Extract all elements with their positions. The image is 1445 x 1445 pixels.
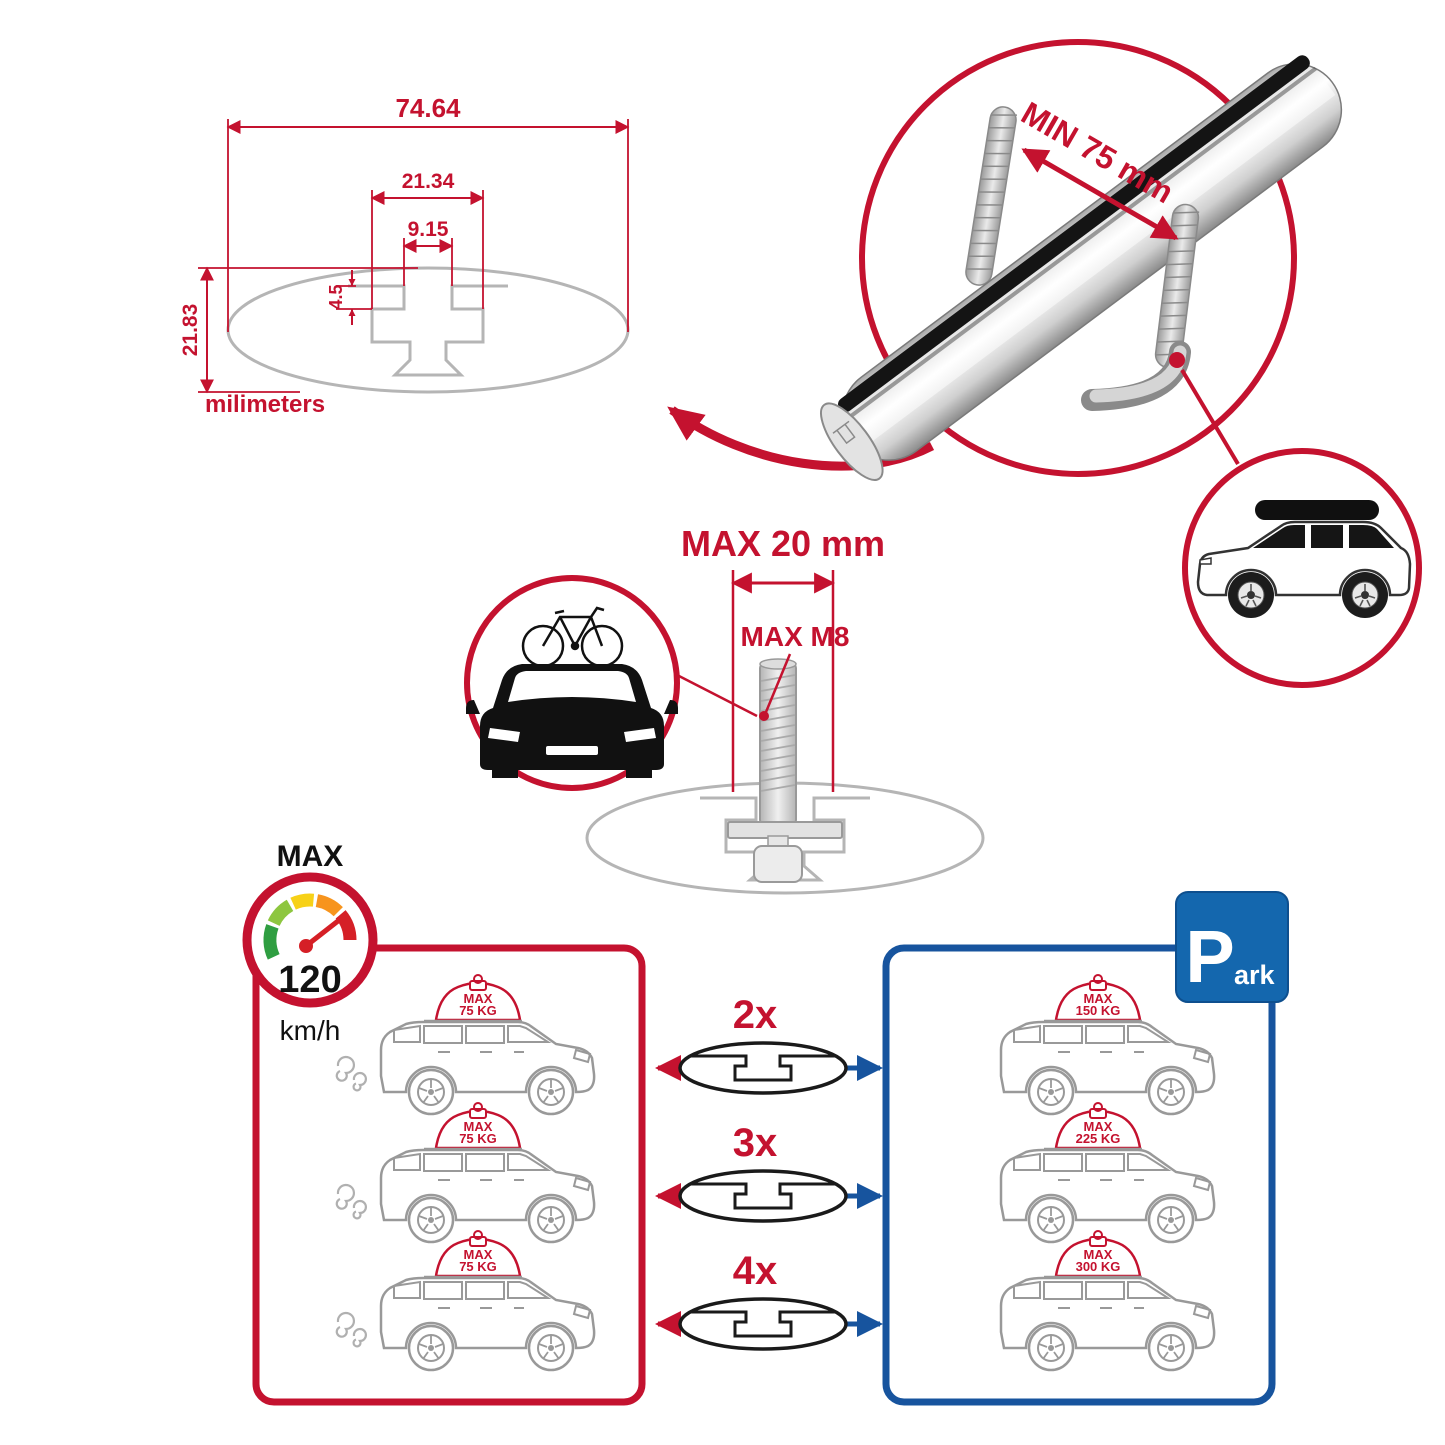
multiplier-label: 4x bbox=[733, 1249, 778, 1293]
dim-step-arrow-bottom bbox=[348, 309, 356, 316]
park-sign-board bbox=[1175, 891, 1289, 1003]
clamp-rod-left-icon bbox=[965, 106, 1017, 286]
speed-value: 120 bbox=[278, 959, 341, 1001]
measure-point-dot bbox=[1169, 352, 1185, 368]
cargo-weight-label: 300 KG bbox=[1076, 1259, 1121, 1274]
multiplier-label: 3x bbox=[733, 1121, 778, 1165]
suv-wheel-rear bbox=[1342, 572, 1388, 618]
cargo-weight-label: 75 KG bbox=[459, 1003, 497, 1018]
badge-connector-line bbox=[678, 674, 758, 718]
comparison-row-1: 2x bbox=[655, 993, 883, 1095]
speed-units: km/h bbox=[280, 1015, 341, 1046]
speed-limit-badge: MAX 120 km/h bbox=[242, 840, 378, 1046]
t-slot-profile-path bbox=[348, 284, 508, 377]
dim-step-arrow-top bbox=[348, 279, 356, 286]
cargo-max-label: MAX bbox=[464, 1119, 493, 1134]
cargo-max-label: MAX bbox=[1084, 1247, 1113, 1262]
dim-slot-width-value: 9.15 bbox=[408, 218, 449, 241]
crossbar-slot-icon bbox=[678, 1041, 848, 1095]
comparison-row-2: 3x bbox=[655, 1121, 883, 1223]
cargo-weight-label: 225 KG bbox=[1076, 1131, 1121, 1146]
cargo-max-label: MAX bbox=[1084, 991, 1113, 1006]
speedometer-icon bbox=[263, 893, 357, 960]
cargo-max-label: MAX bbox=[464, 991, 493, 1006]
crossbar-slot-icon bbox=[678, 1169, 848, 1223]
crossbar-image bbox=[820, 55, 1343, 481]
bike-car-badge bbox=[464, 575, 680, 791]
dim-cavity-width-value: 21.34 bbox=[402, 170, 455, 193]
bolt-zoom: MAX 20 mm MAX M8 bbox=[585, 523, 985, 895]
vehicle-zoom bbox=[1182, 448, 1422, 688]
crossbar-end-cap bbox=[820, 402, 884, 481]
cargo-max-label: MAX bbox=[464, 1247, 493, 1262]
car-windshield bbox=[508, 671, 636, 702]
park-sign-letter: P bbox=[1185, 915, 1234, 998]
speedometer-hub bbox=[299, 939, 313, 953]
cargo-weight-label: 75 KG bbox=[459, 1131, 497, 1146]
suv-wheel-front bbox=[1228, 572, 1274, 618]
dim-extension-lines bbox=[198, 119, 629, 393]
dim-step-depth-value: 4.5 bbox=[326, 284, 346, 309]
cross-section-diagram: 74.64 21.34 9.15 4.5 21.83 milimeters bbox=[179, 93, 630, 418]
car-front-icon bbox=[466, 664, 678, 778]
multiplier-label: 2x bbox=[733, 993, 778, 1037]
speed-max-label: MAX bbox=[277, 840, 344, 873]
bolt-dim-extension-lines bbox=[731, 570, 835, 792]
cargo-max-label: MAX bbox=[1084, 1119, 1113, 1134]
bar-cross-section-ellipse bbox=[226, 266, 630, 394]
zoom-connector-line bbox=[1180, 368, 1240, 466]
max-thread-label: MAX M8 bbox=[741, 621, 850, 652]
min-spacing-arrow bbox=[1021, 147, 1179, 241]
bar-zoom: MIN 75 mm bbox=[820, 39, 1343, 481]
bolt-knob bbox=[753, 845, 803, 883]
dim-total-height-value: 21.83 bbox=[179, 304, 202, 357]
roof-box-icon bbox=[1255, 500, 1379, 520]
park-sign: P ark bbox=[1175, 891, 1289, 1003]
max-length-label: MAX 20 mm bbox=[681, 523, 885, 564]
dim-total-width-value: 74.64 bbox=[395, 93, 461, 123]
comparison-row-3: 4x bbox=[655, 1249, 883, 1351]
thread-leader-dot bbox=[759, 711, 769, 721]
suv-side-icon bbox=[1196, 500, 1412, 618]
suv-headlight bbox=[1199, 557, 1212, 565]
cargo-weight-label: 150 KG bbox=[1076, 1003, 1121, 1018]
suv-windows bbox=[1253, 525, 1394, 548]
thread-leader-line bbox=[764, 653, 792, 713]
park-sign-text: ark bbox=[1234, 960, 1276, 990]
car-plate bbox=[546, 746, 598, 755]
cargo-weight-label: 75 KG bbox=[459, 1259, 497, 1274]
crossbar-slot-icon bbox=[678, 1297, 848, 1351]
units-label: milimeters bbox=[205, 391, 325, 418]
